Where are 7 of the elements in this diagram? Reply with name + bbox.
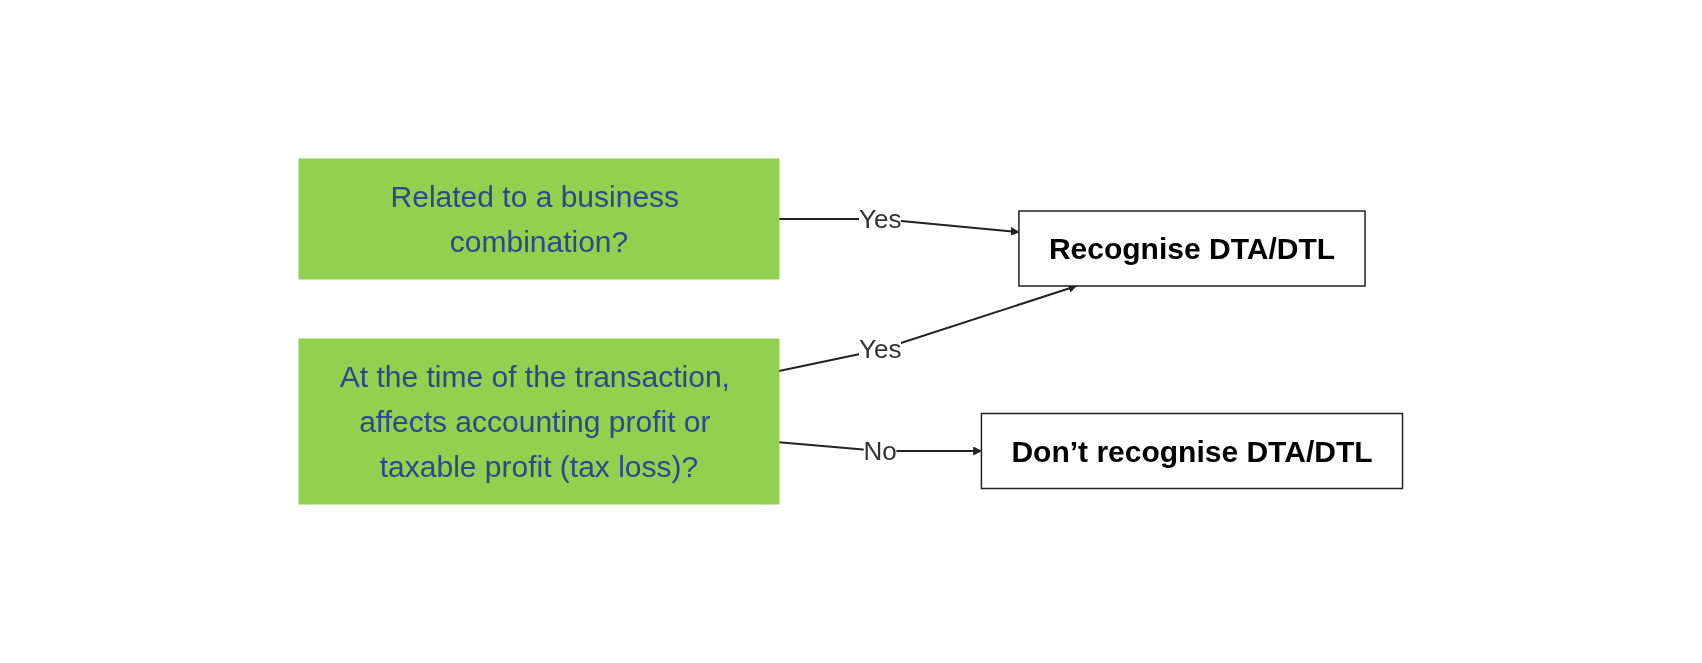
edge-label: Yes xyxy=(859,334,902,365)
node-box: Don’t recognise DTA/DTL xyxy=(980,412,1404,490)
edge-label: Yes xyxy=(859,203,902,234)
edge-label: No xyxy=(863,435,898,466)
node-box: Related to a business combination? xyxy=(298,158,780,280)
node-box: Recognise DTA/DTL xyxy=(1018,210,1366,287)
node-box: At the time of the transaction, affects accounting profit or taxable profit (tax loss)? xyxy=(298,338,780,505)
